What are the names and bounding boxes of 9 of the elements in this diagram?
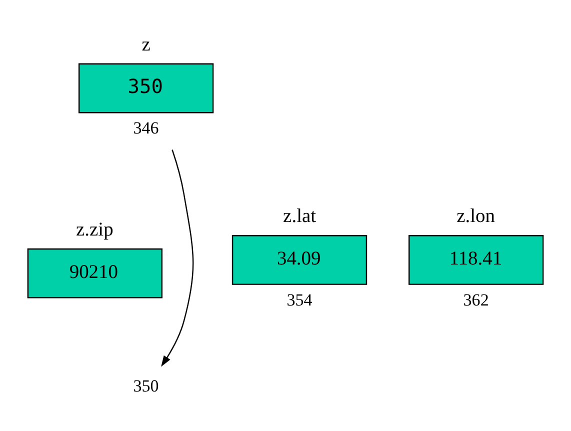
node-label: 354 <box>286 290 312 310</box>
node-label: z.lon <box>456 206 495 227</box>
arrow <box>161 150 194 367</box>
node-label: z.lat <box>283 206 316 227</box>
node-text: 350 <box>133 376 159 396</box>
node-label: 346 <box>133 118 159 138</box>
node-label: 362 <box>463 290 489 310</box>
node-label: z <box>142 34 150 56</box>
node-label: z.zip <box>76 219 114 240</box>
